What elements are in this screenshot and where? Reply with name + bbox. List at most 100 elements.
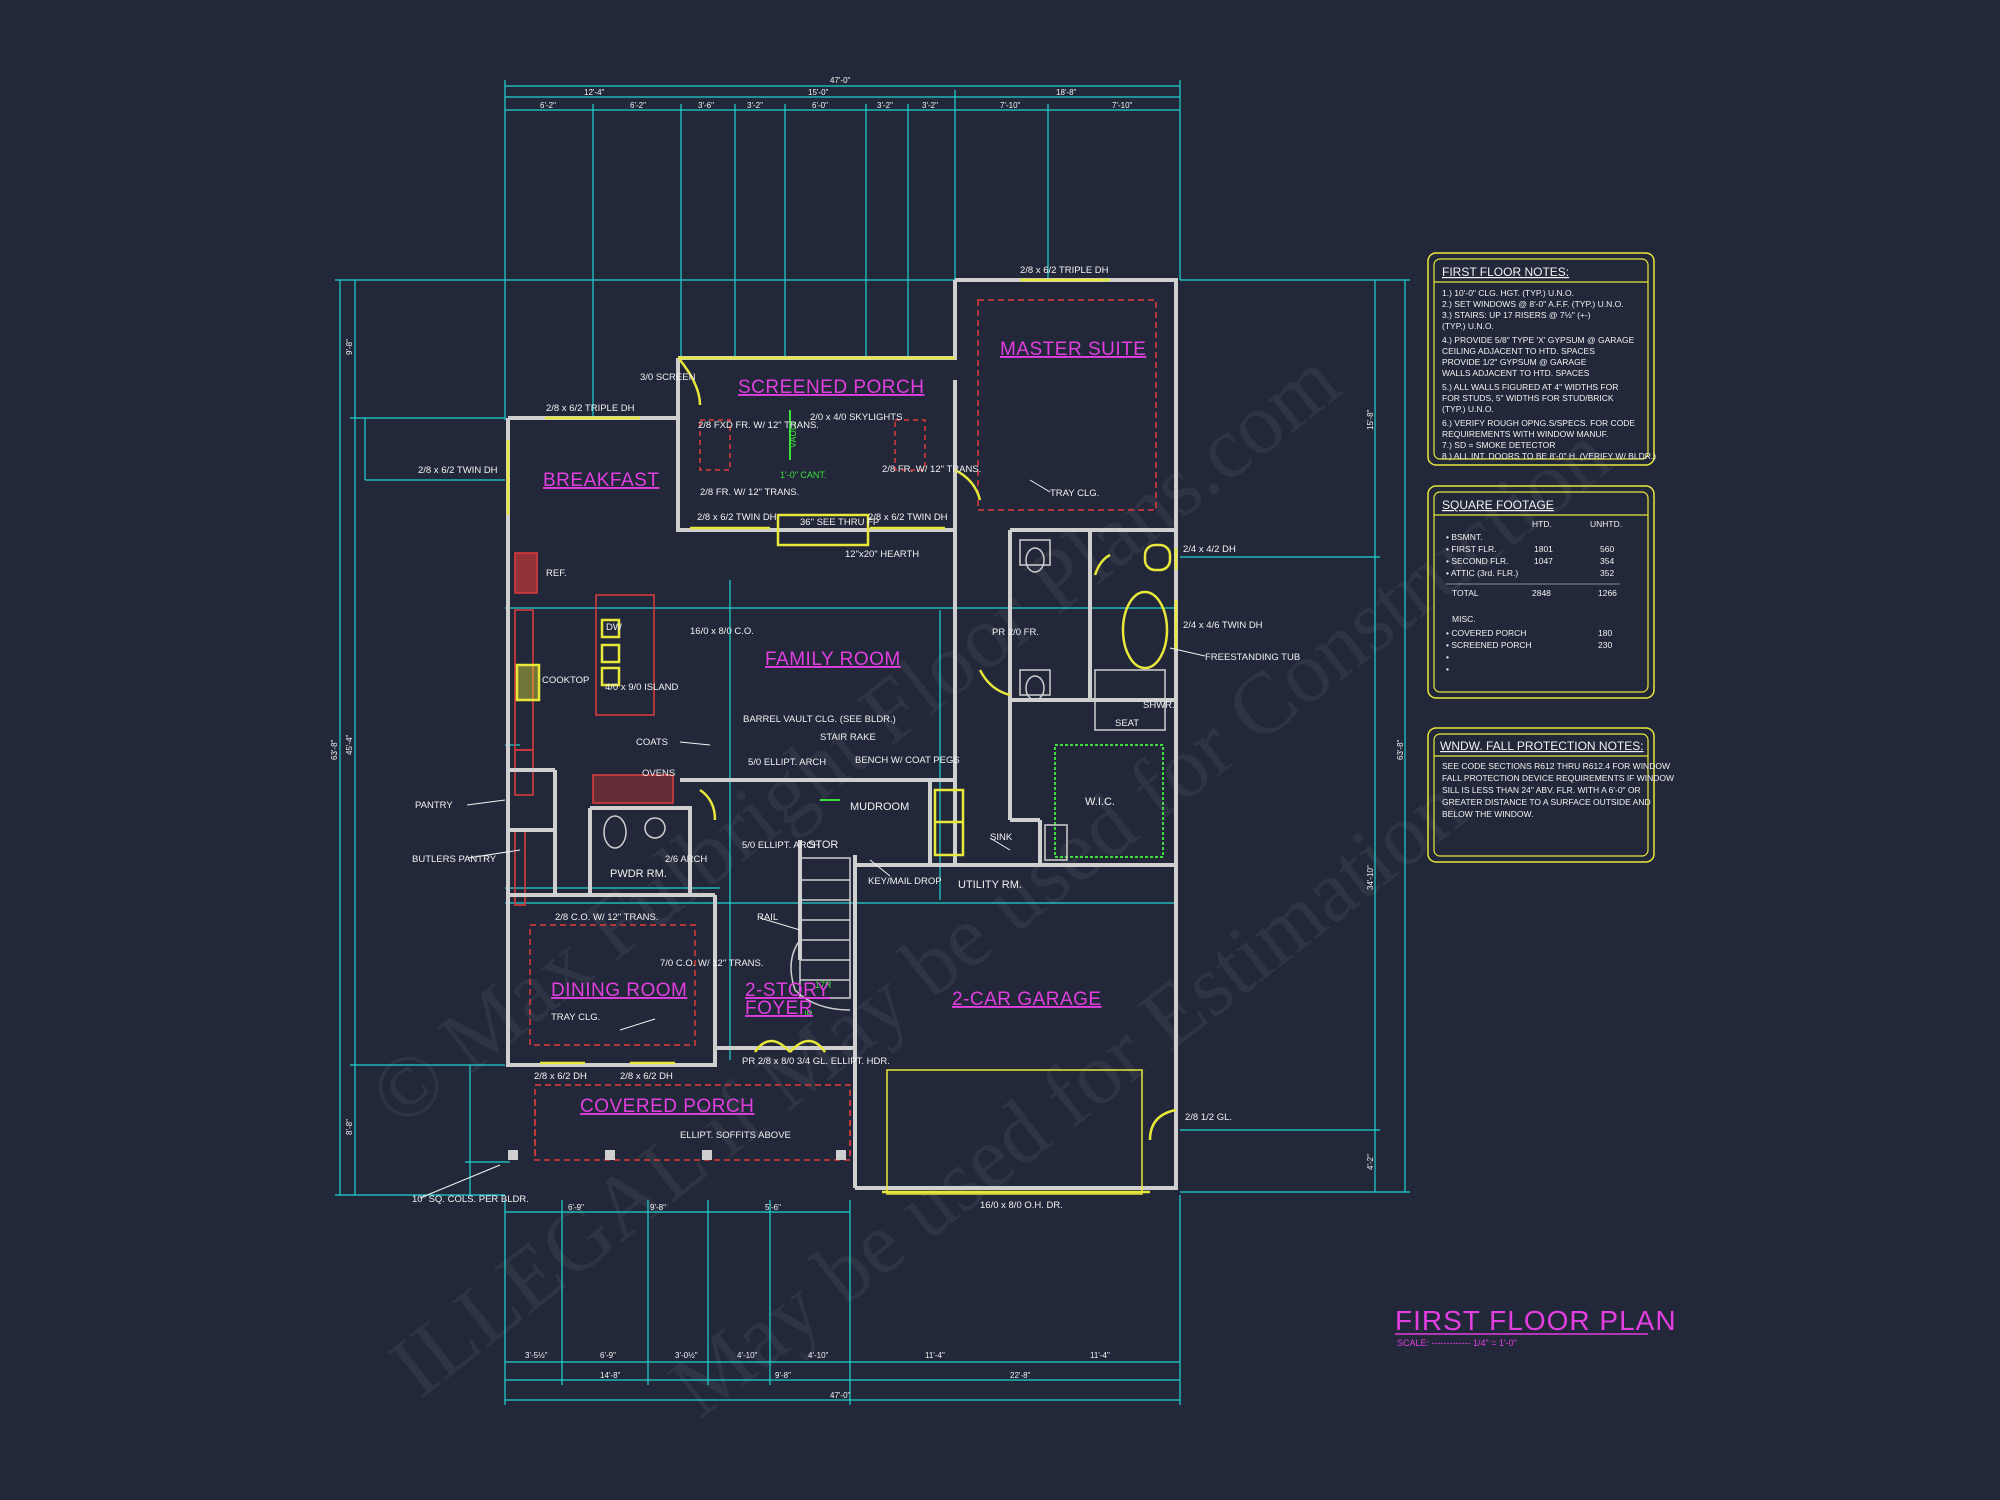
sqft-row-5-htd: 2848 xyxy=(1532,588,1551,598)
sqft-row-4-label: • ATTIC (3rd. FLR.) xyxy=(1446,568,1518,578)
note-fr-foyer: PR 2/8 x 8/0 3/4 GL. ELLIPT. HDR. xyxy=(742,1056,890,1067)
notes-line-10: FOR STUDS, 5" WIDTHS FOR STUD/BRICK xyxy=(1442,393,1614,403)
room-foyer-line1: 2-STORY xyxy=(745,980,830,1001)
dim-top-2: 15'-0" xyxy=(808,88,829,97)
note-hearth: 12"x20" HEARTH xyxy=(845,549,919,560)
note-dh-porch2: 2/8 x 6/2 DH xyxy=(620,1071,673,1082)
green-marks xyxy=(789,410,1164,858)
cabinetry xyxy=(514,299,1157,1161)
notes-line-15: 8.) ALL INT. DOORS TO BE 8'-0" H. (VERIF… xyxy=(1442,451,1656,461)
fall-line-3: SILL IS LESS THAN 24" ABV. FLR. WITH A 6… xyxy=(1442,785,1641,795)
sqft-row-4-unhtd: 352 xyxy=(1600,568,1614,578)
dim-top-1: 12'-4" xyxy=(584,88,605,97)
dim-bottom-3: 22'-8" xyxy=(1010,1371,1031,1380)
dim-left-2: 45'-4" xyxy=(345,734,354,755)
notes-line-1: 1.) 10'-0" CLG. HGT. (TYP.) U.N.O. xyxy=(1442,288,1574,298)
sqft-misc-1-val: 180 xyxy=(1598,628,1612,638)
notes-line-7: PROVIDE 1/2" GYPSUM @ GARAGE xyxy=(1442,357,1587,367)
dimension-lines xyxy=(335,80,1410,1405)
note-ellipt-soffits: ELLIPT. SOFFITS ABOVE xyxy=(680,1130,791,1141)
dim-right-2: 34'-10" xyxy=(1366,865,1375,890)
room-stor: STOR xyxy=(808,839,838,851)
dim-bottom-2: 9'-8" xyxy=(775,1371,791,1380)
fall-line-5: BELOW THE WINDOW. xyxy=(1442,809,1533,819)
fixtures xyxy=(603,539,1166,861)
dim-top-r2-9: 7'-10" xyxy=(1112,101,1133,110)
first-floor-notes-box: FIRST FLOOR NOTES: 1.) 10'-0" CLG. HGT. … xyxy=(1427,252,1656,466)
note-shwr: SHWR. xyxy=(1143,700,1175,711)
sqft-col-htd: HTD. xyxy=(1532,519,1552,529)
note-island: 4/0 x 9/0 ISLAND xyxy=(605,682,679,693)
windows-and-doors xyxy=(506,278,1178,1195)
plan-title-block: FIRST FLOOR PLAN SCALE: ------------- 1/… xyxy=(1395,1305,1676,1348)
note-pantry: PANTRY xyxy=(415,800,453,811)
note-rail: RAIL xyxy=(757,912,778,923)
note-dh-46: 2/4 x 4/6 TWIN DH xyxy=(1183,620,1263,631)
note-tub: FREESTANDING TUB xyxy=(1205,652,1300,663)
room-labels: MASTER SUITE SCREENED PORCH BREAKFAST FA… xyxy=(543,339,1146,1117)
note-tray-clg-master: TRAY CLG. xyxy=(1050,488,1099,499)
dim-right-3: 4'-2" xyxy=(1366,1154,1375,1170)
note-co-dining-left: 2/8 C.O. W/ 12" TRANS. xyxy=(555,912,659,923)
room-pwdr: PWDR RM. xyxy=(610,868,667,880)
dim-bottom-r2-2: 6'-9" xyxy=(600,1351,616,1360)
dim-porch-3: 5'-6" xyxy=(765,1203,781,1212)
dim-top-r2-6: 3'-2" xyxy=(877,101,893,110)
room-dining: DINING ROOM xyxy=(551,980,687,1001)
sqft-misc-3-label: • xyxy=(1446,652,1449,662)
dim-right-1: 15'-8" xyxy=(1366,409,1375,430)
note-ref: REF. xyxy=(546,568,567,579)
sqft-misc-1-label: • COVERED PORCH xyxy=(1446,628,1526,638)
notes-line-6: CEILING ADJACENT TO HTD. SPACES xyxy=(1442,346,1595,356)
label-vault: VAULT xyxy=(788,420,798,448)
note-triple-dh-top: 2/8 x 6/2 TRIPLE DH xyxy=(1020,265,1109,276)
room-utility: UTILITY RM. xyxy=(958,879,1022,891)
sqft-misc-2-val: 230 xyxy=(1598,640,1612,650)
dim-top-r2-5: 6'-0" xyxy=(812,101,828,110)
dim-left-3: 8'-8" xyxy=(345,1119,354,1135)
note-twin-dh-left: 2/8 x 6/2 TWIN DH xyxy=(418,465,498,476)
fall-line-1: SEE CODE SECTIONS R612 THRU R612.4 FOR W… xyxy=(1442,761,1670,771)
green-labels: VAULT 1'-0" CANT. UP 17R xyxy=(780,420,832,1019)
notes-line-11: (TYP.) U.N.O. xyxy=(1442,404,1494,414)
note-sink: SINK xyxy=(990,832,1013,843)
notes-line-14: 7.) SD = SMOKE DETECTOR xyxy=(1442,440,1555,450)
note-bench: BENCH W/ COAT PEGS xyxy=(855,755,960,766)
dim-left-overall: 63'-8" xyxy=(330,739,339,760)
dim-top-r2-1: 6'-2" xyxy=(540,101,556,110)
porch-columns xyxy=(508,1150,846,1160)
square-footage-box: SQUARE FOOTAGE HTD. UNHTD. • BSMNT. • FI… xyxy=(1427,485,1655,699)
dim-bottom-r2-7: 11'-4" xyxy=(1090,1351,1110,1360)
notes-title: FIRST FLOOR NOTES: xyxy=(1442,265,1569,279)
sqft-misc-4-label: • xyxy=(1446,664,1449,674)
dim-bottom-r2-5: 4'-10" xyxy=(808,1351,829,1360)
fall-line-2: FALL PROTECTION DEVICE REQUIREMENTS IF W… xyxy=(1442,773,1674,783)
label-cant: 1'-0" CANT. xyxy=(780,470,826,480)
dim-bottom-1: 14'-8" xyxy=(600,1371,621,1380)
dim-overall-top: 47'-0" xyxy=(830,76,851,85)
dim-bottom-r2-6: 11'-4" xyxy=(925,1351,945,1360)
note-seat: SEAT xyxy=(1115,718,1139,729)
note-butlers: BUTLERS PANTRY xyxy=(412,854,497,865)
dim-top-r2-2: 6'-2" xyxy=(630,101,646,110)
note-fxd-fr: 2/8 FXD FR. W/ 12" TRANS. xyxy=(698,420,819,431)
walls xyxy=(506,278,1178,1190)
dim-top-r2-3: 3'-6" xyxy=(698,101,714,110)
notes-line-3: 3.) STAIRS: UP 17 RISERS @ 7½" (+-) xyxy=(1442,310,1591,320)
room-breakfast: BREAKFAST xyxy=(543,470,659,491)
sqft-row-3-label: • SECOND FLR. xyxy=(1446,556,1508,566)
note-skylights: 2/0 x 4/0 SKYLIGHTS xyxy=(810,412,902,423)
note-twin-dh-mid2: 2/8 x 6/2 TWIN DH xyxy=(868,512,948,523)
dim-top-r2-4: 3'-2" xyxy=(747,101,763,110)
note-triple-dh-left: 2/8 x 6/2 TRIPLE DH xyxy=(546,403,635,414)
sqft-row-2-unhtd: 560 xyxy=(1600,544,1614,554)
note-dh-42: 2/4 x 4/2 DH xyxy=(1183,544,1236,555)
label-up: UP xyxy=(800,1009,813,1019)
sqft-row-2-label: • FIRST FLR. xyxy=(1446,544,1497,554)
note-garage-side-door: 2/8 1/2 GL. xyxy=(1185,1112,1232,1123)
note-coats: COATS xyxy=(636,737,668,748)
note-dw: DW xyxy=(606,622,622,633)
sqft-title: SQUARE FOOTAGE xyxy=(1442,498,1554,512)
sqft-col-unhtd: UNHTD. xyxy=(1590,519,1622,529)
